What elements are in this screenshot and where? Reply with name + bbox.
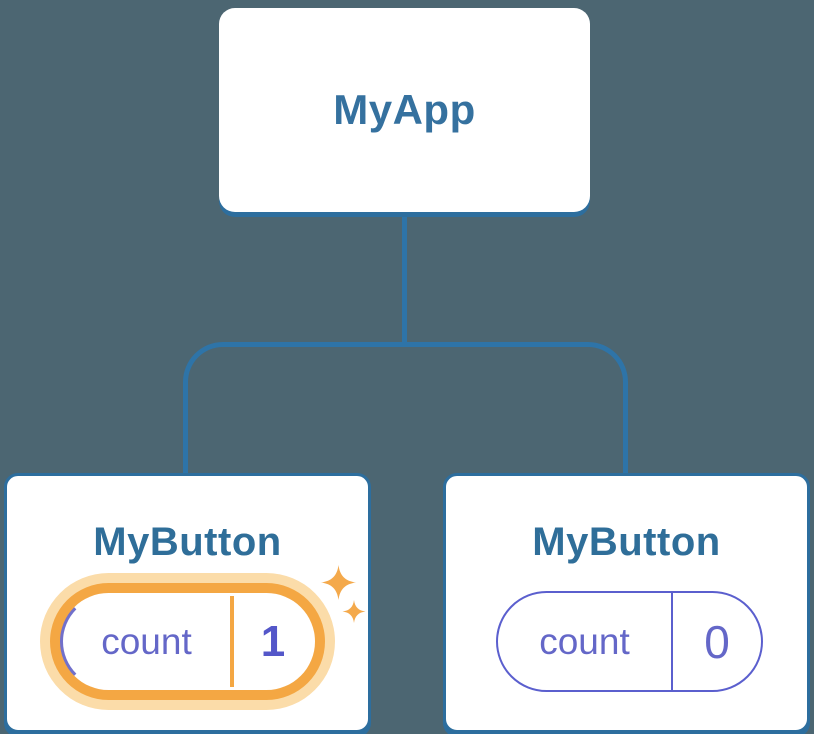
state-pill-highlight-ring: count 1 bbox=[50, 583, 325, 700]
node-child-right: MyButton count 0 bbox=[443, 473, 810, 733]
sparkle-icon bbox=[321, 565, 356, 600]
node-child-left: MyButton count 1 bbox=[4, 473, 371, 733]
state-key-cell: count bbox=[63, 596, 230, 687]
sparkle-icon bbox=[342, 600, 366, 623]
root-label: MyApp bbox=[333, 86, 476, 133]
state-key-label: count bbox=[539, 620, 630, 662]
connector-stem bbox=[402, 211, 407, 345]
state-value-cell: 1 bbox=[234, 596, 312, 687]
state-pill: count 0 bbox=[496, 591, 763, 692]
connector-branch bbox=[183, 342, 628, 476]
pill-divider bbox=[671, 593, 673, 690]
pill-divider bbox=[230, 596, 234, 687]
child-left-label: MyButton bbox=[93, 520, 282, 564]
state-pill-highlighted: count 1 bbox=[40, 573, 335, 710]
state-key-cell: count bbox=[498, 593, 671, 690]
state-value-label: 1 bbox=[260, 616, 286, 666]
state-key-label: count bbox=[101, 620, 192, 662]
state-value-cell: 0 bbox=[673, 593, 761, 690]
state-value-label: 0 bbox=[704, 615, 730, 668]
node-root: MyApp bbox=[219, 8, 590, 212]
state-pill-body: count 1 bbox=[60, 593, 315, 690]
child-right-label: MyButton bbox=[532, 520, 721, 564]
